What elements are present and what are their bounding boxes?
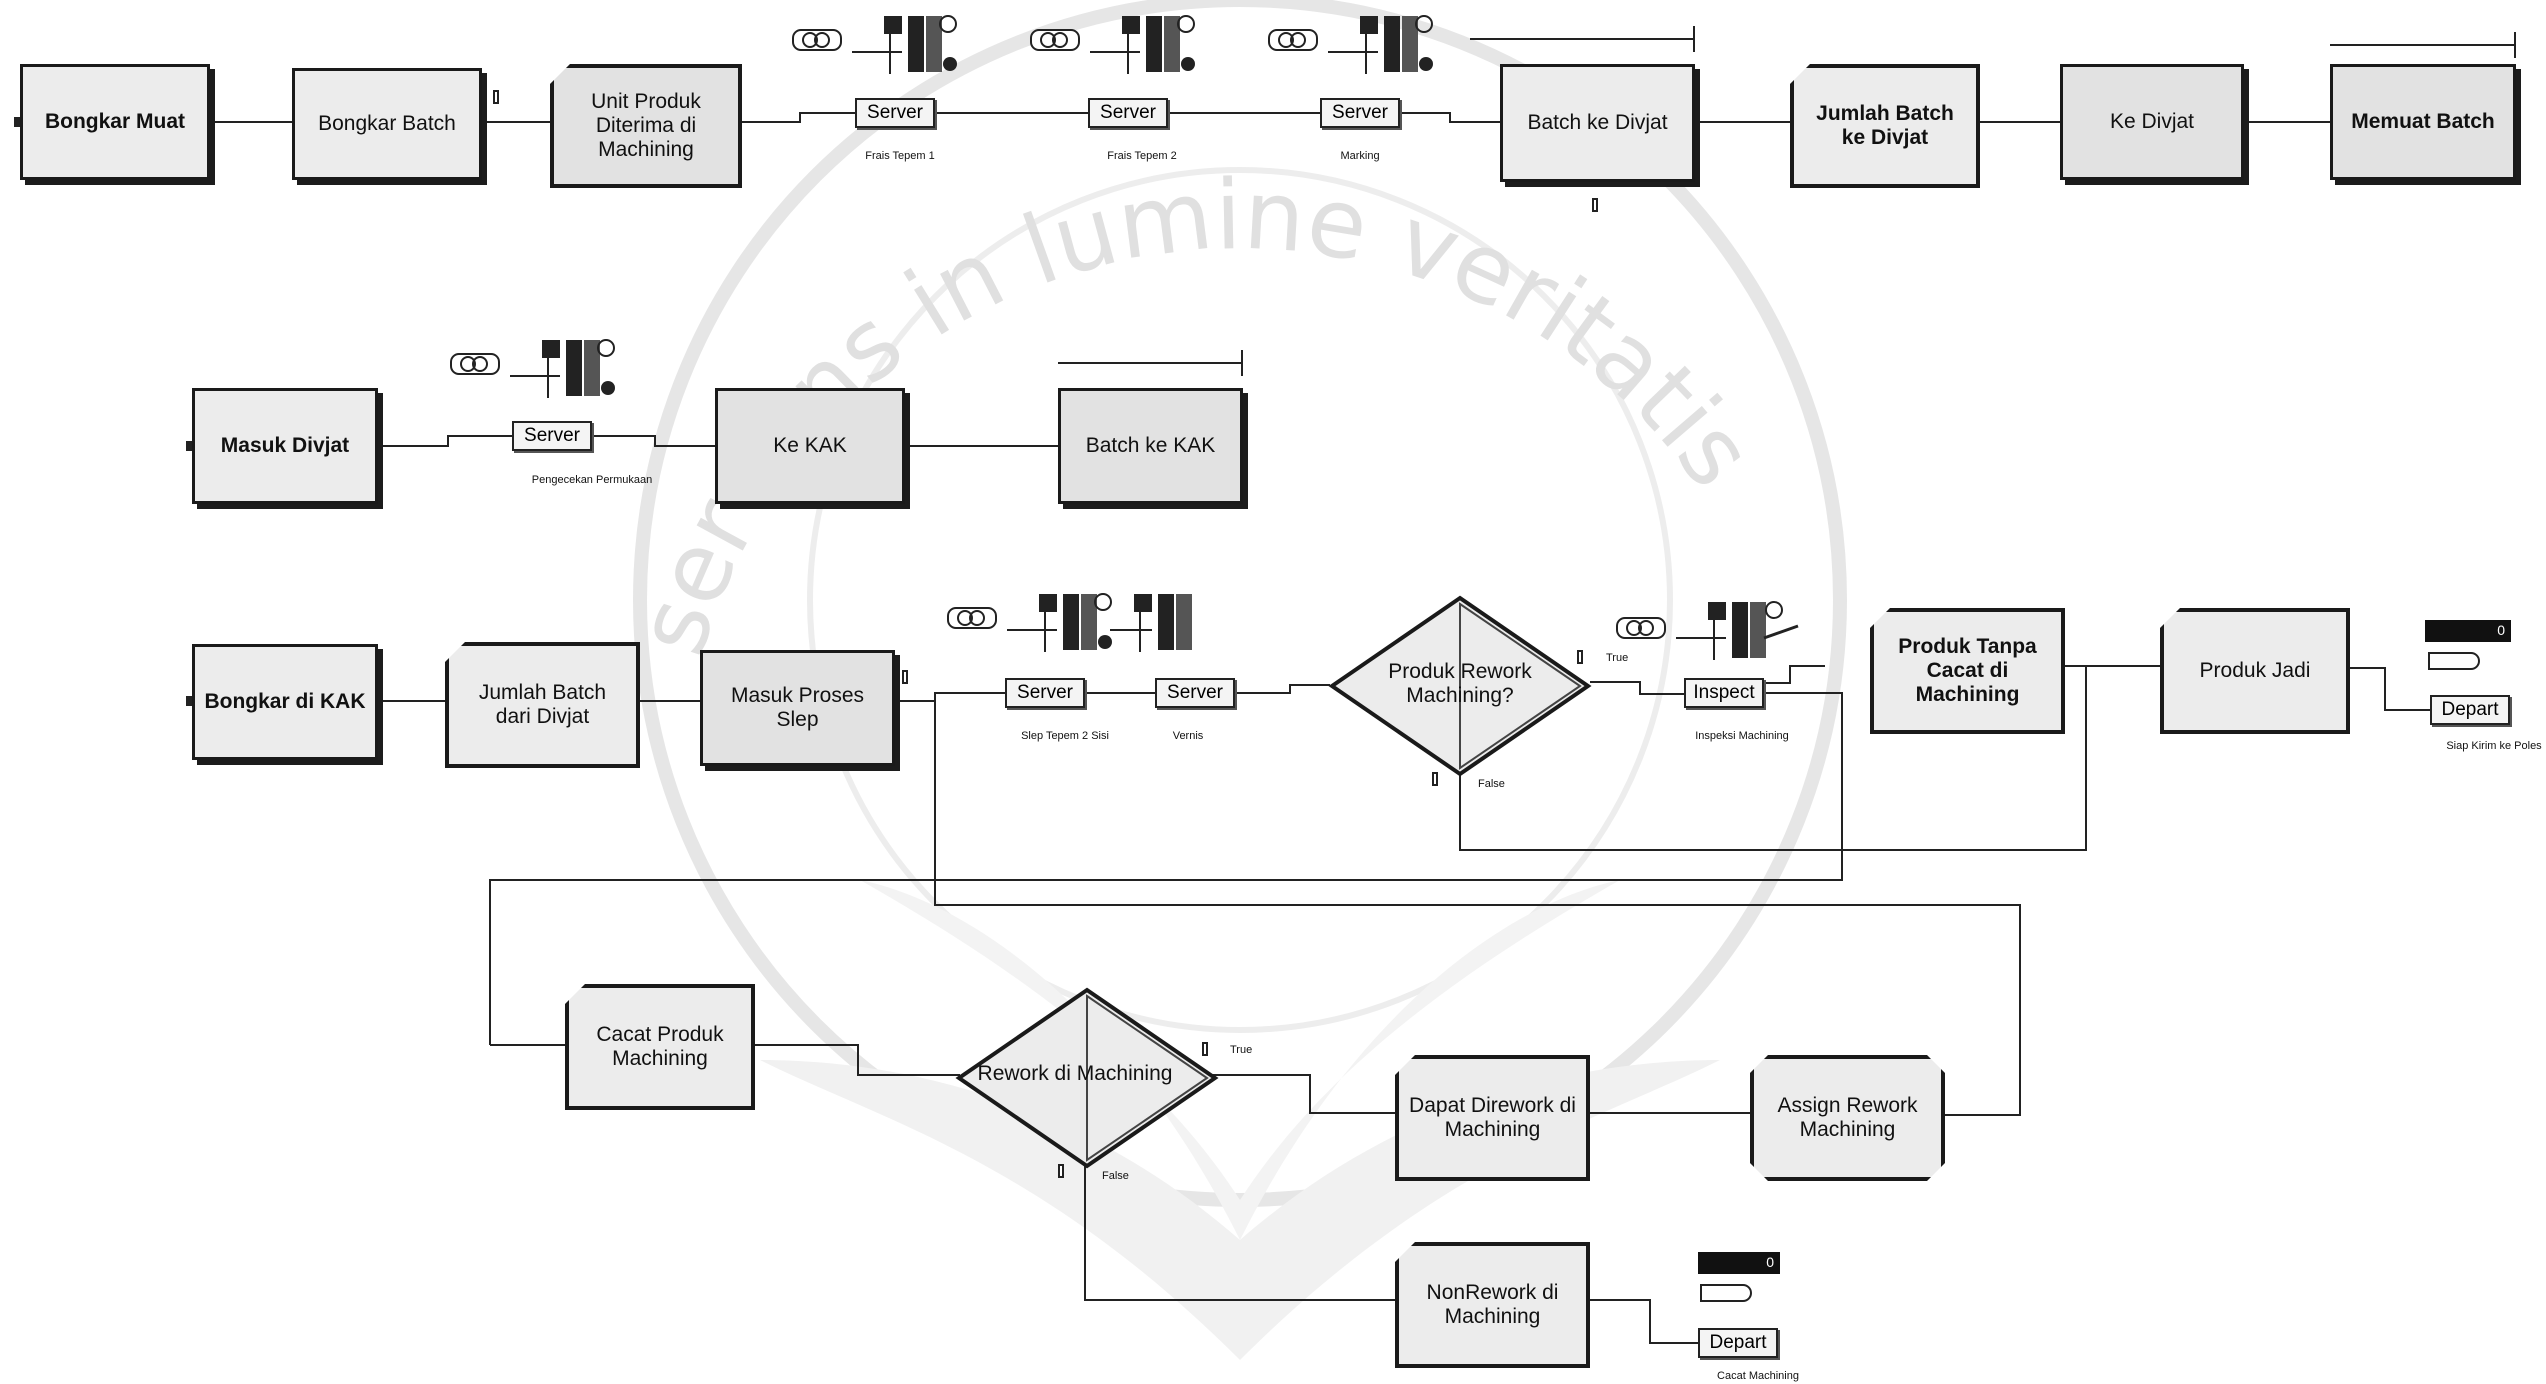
caption-frais-1: Frais Tepem 1 [865,150,935,162]
caption-marking: Marking [1340,150,1380,162]
tag-siap-kirim [2428,652,2480,670]
rework-di-machining-label: Rework di Machining [977,1061,1173,1085]
bongkar-batch-label: Bongkar Batch [318,111,456,135]
memuat-batch-label: Memuat Batch [2351,109,2495,133]
resource-icon-vernis [1110,594,1192,652]
cacat-produk-label: Cacat Produk Machining [596,1022,724,1070]
depart-cacat-label: Depart [1709,1332,1767,1353]
resource-icon-frais-1 [792,15,957,74]
ke-kak-label: Ke KAK [773,433,847,457]
produk-tanpa-cacat-label: Produk Tanpa Cacat di Machining [1898,634,2037,707]
unit-produk-box[interactable]: Unit Produk Diterima di Machining [550,64,742,188]
jumlah-batch-ke-divjat-box[interactable]: Jumlah Batch ke Divjat [1790,64,1980,188]
nonrework-box[interactable]: NonRework di Machining [1395,1242,1590,1368]
produk-jadi-label: Produk Jadi [2199,658,2311,682]
assign-rework-box[interactable]: Assign Rework Machining [1750,1055,1945,1181]
assign-rework-label: Assign Rework Machining [1777,1093,1918,1141]
masuk-divjat-label: Masuk Divjat [220,433,350,457]
tag-cacat [1700,1284,1752,1302]
caption-vernis: Vernis [1172,730,1204,742]
ke-kak-box[interactable]: Ke KAK [715,388,905,504]
unit-produk-label: Unit Produk Diterima di Machining [591,89,701,162]
branch-true-2: True [1230,1044,1253,1056]
server-marking[interactable]: Server [1320,98,1400,128]
server-frais-1[interactable]: Server [855,98,935,128]
counter-cacat: 0 [1698,1252,1780,1274]
bongkar-muat-box[interactable]: Bongkar Muat [20,64,210,180]
rework-di-machining-decision[interactable] [955,986,1219,1170]
jumlah-batch-dari-divjat-label: Jumlah Batch dari Divjat [478,680,607,728]
bongkar-di-kak-box[interactable]: Bongkar di KAK [192,644,378,760]
ke-divjat-box[interactable]: Ke Divjat [2060,64,2244,180]
caption-slep: Slep Tepem 2 Sisi [1021,730,1109,742]
produk-tanpa-cacat-box[interactable]: Produk Tanpa Cacat di Machining [1870,608,2065,734]
branch-true-1: True [1606,652,1629,664]
slep-marker [902,670,908,684]
server-frais-1-label: Server [867,102,923,123]
server-inspect[interactable]: Inspect [1684,678,1764,708]
batch-ke-kak-box[interactable]: Batch ke KAK [1058,388,1243,504]
batch-ke-divjat-label: Batch ke Divjat [1527,110,1668,134]
batch-ke-kak-label: Batch ke KAK [1085,433,1216,457]
bongkar-di-kak-label: Bongkar di KAK [204,689,366,713]
server-vernis[interactable]: Server [1155,678,1235,708]
server-pengecekan[interactable]: Server [512,421,592,451]
bongkar-batch-box[interactable]: Bongkar Batch [292,68,482,180]
caption-pengecekan: Pengecekan Permukaan [531,474,653,486]
batch-ke-kak-queue [1058,350,1243,376]
rework-true-marker [1577,650,1583,664]
batch-marker [493,90,499,104]
rework-false-marker [1432,772,1438,786]
server-frais-2[interactable]: Server [1088,98,1168,128]
batch-ke-divjat-box[interactable]: Batch ke Divjat [1500,64,1695,182]
server-inspect-label: Inspect [1693,682,1755,703]
depart-cacat[interactable]: Depart [1698,1328,1778,1358]
produk-rework-decision[interactable] [1328,594,1592,778]
resource-icon-frais-2 [1030,15,1195,74]
server-frais-2-label: Server [1100,102,1156,123]
dapat-dirework-label: Dapat Dirework di Machining [1409,1093,1576,1141]
server-vernis-label: Server [1167,682,1223,703]
memuat-batch-box[interactable]: Memuat Batch [2330,64,2516,180]
depart-siap-kirim[interactable]: Depart [2430,695,2510,725]
resource-icon-inspeksi [1616,601,1799,660]
caption-siap-kirim: Siap Kirim ke Poles [2446,740,2542,752]
ke-divjat-label: Ke Divjat [2109,109,2195,133]
jumlah-batch-ke-divjat-label: Jumlah Batch ke Divjat [1816,101,1954,149]
resource-icon-slep [947,593,1112,652]
caption-frais-2: Frais Tepem 2 [1107,150,1177,162]
depart-siap-kirim-label: Depart [2441,699,2499,720]
nonrework-label: NonRework di Machining [1426,1280,1559,1328]
batch-ke-divjat-queue [1470,26,1695,52]
caption-cacat-machining: Cacat Machining [1717,1370,1799,1382]
branch-false-2: False [1102,1170,1129,1182]
server-pengecekan-label: Server [524,425,580,446]
rework-machining-false-marker [1058,1164,1064,1178]
server-slep[interactable]: Server [1005,678,1085,708]
memuat-batch-queue [2330,32,2516,58]
caption-inspeksi: Inspeksi Machining [1695,730,1789,742]
bongkar-muat-label: Bongkar Muat [44,109,185,133]
masuk-proses-slep-label: Masuk Proses Slep [730,683,865,731]
produk-rework-label: Produk Rework Machining? [1388,659,1532,707]
masuk-divjat-box[interactable]: Masuk Divjat [192,388,378,504]
server-slep-label: Server [1017,682,1073,703]
masuk-proses-slep-box[interactable]: Masuk Proses Slep [700,650,895,766]
cacat-produk-box[interactable]: Cacat Produk Machining [565,984,755,1110]
dapat-dirework-box[interactable]: Dapat Dirework di Machining [1395,1055,1590,1181]
counter-siap-kirim: 0 [2425,620,2511,642]
resource-icon-marking [1268,15,1433,74]
batch-ke-divjat-marker [1592,198,1598,212]
rework-machining-true-marker [1202,1042,1208,1056]
jumlah-batch-dari-divjat-box[interactable]: Jumlah Batch dari Divjat [445,642,640,768]
branch-false-1: False [1478,778,1505,790]
server-marking-label: Server [1332,102,1388,123]
resource-icon-pengecekan [450,339,615,398]
produk-jadi-box[interactable]: Produk Jadi [2160,608,2350,734]
